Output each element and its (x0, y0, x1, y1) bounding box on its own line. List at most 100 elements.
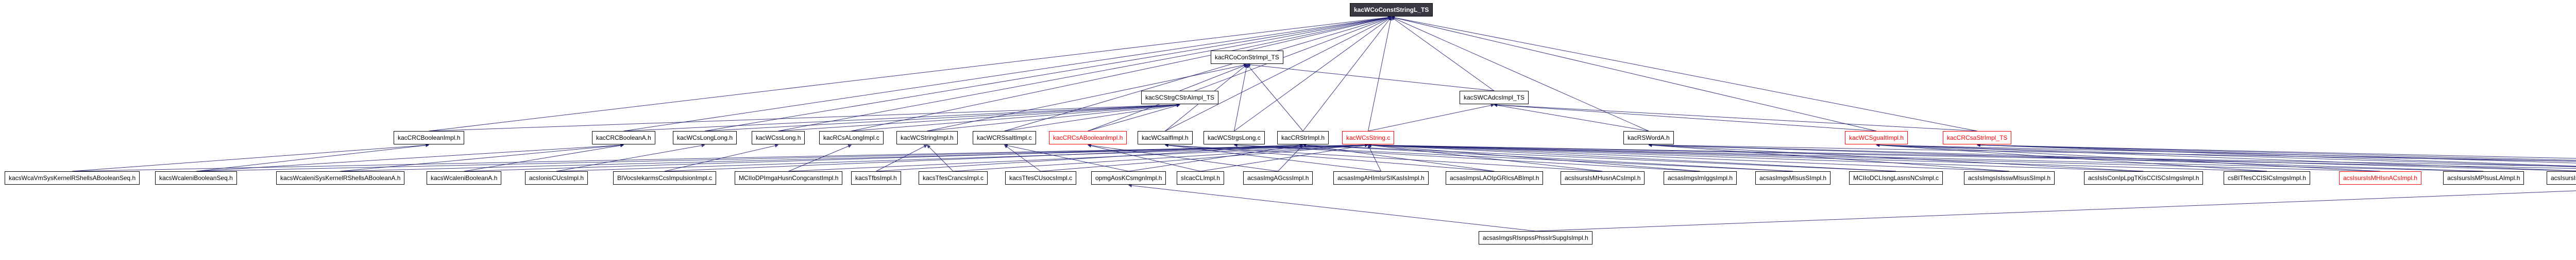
include-edge-e23-d12 (1367, 143, 2381, 172)
graph-node-d14[interactable]: kacWCSguaItImpl.h (1845, 131, 1908, 144)
include-edge-e8-d11 (876, 143, 1303, 172)
graph-node-d11[interactable]: kacCRStrImpl.h (1277, 131, 1329, 144)
include-edge-f1-e26 (1535, 190, 2576, 232)
graph-node-e22[interactable]: csBITfesCCISICsImgsImpl.h (2224, 171, 2311, 185)
include-edge-c1-b1 (1179, 64, 1248, 91)
include-edge-d4-a1 (778, 15, 1392, 132)
graph-node-e6[interactable]: BIVocsIekarmsCcsImpulsionImpl.c (613, 171, 717, 185)
graph-node-d4[interactable]: kacWCssLong.h (752, 131, 805, 144)
include-edge-e5-d12 (556, 143, 1369, 172)
graph-node-e16[interactable]: acsIsursIsMHusnACsImpl.h (1561, 171, 1645, 185)
graph-node-e2[interactable]: kacsWcaleniBooleanSeq.h (155, 171, 237, 185)
graph-node-e11[interactable]: opmgAosKCsmgnImpl.h (1091, 171, 1166, 185)
graph-node-e7[interactable]: MCIIoDPImgaHusnCongcanstImpl.h (735, 171, 843, 185)
graph-node-c1[interactable]: kacSCStrgCStrAImpl_TS (1141, 91, 1219, 104)
include-edge-d6-b1 (927, 63, 1248, 132)
graph-node-e24[interactable]: acsIsursIsMPIsusLAImpl.h (2443, 171, 2524, 185)
include-edge-d1-a1 (429, 15, 1392, 132)
graph-node-d15[interactable]: kacCRCsaStrImpl_TS (1943, 131, 2012, 144)
include-edge-d5-a1 (851, 15, 1392, 132)
graph-node-e3[interactable]: kacsWcaleniSysKernelRShellsABooleanA.h (276, 171, 405, 185)
include-edge-e24-d12 (1367, 143, 2484, 172)
include-edge-e17-d10 (1233, 143, 1701, 172)
graph-node-f1[interactable]: acsasImgsRIsnpssPhssIrSupgIsImpl.h (1479, 231, 1592, 245)
include-edge-e14-d12 (1368, 144, 1381, 172)
graph-node-d9[interactable]: kacWCsaIfImpl.h (1138, 131, 1193, 144)
include-edge-d6-c1 (927, 103, 1180, 132)
graph-node-d10[interactable]: kacWCStrgsLong.c (1204, 131, 1265, 144)
include-edge-d8-c1 (1088, 104, 1180, 132)
graph-node-d6[interactable]: kacWCStringImpl.h (896, 131, 958, 144)
include-edge-d5-c1 (851, 103, 1180, 132)
include-edge-e16-d9 (1164, 143, 1603, 172)
graph-node-e9[interactable]: kacsTfesCrancsImpl.c (919, 171, 988, 185)
include-edge-e10-d7 (1004, 144, 1041, 172)
include-edge-d1-c1 (429, 103, 1180, 132)
include-edge-d10-b1 (1234, 64, 1248, 132)
graph-node-d5[interactable]: kacRCsALongImpl.c (819, 131, 884, 144)
include-edge-e4-d2 (464, 143, 624, 172)
include-edge-e12-d12 (1200, 143, 1369, 172)
include-edge-e21-d13 (1648, 143, 2144, 172)
include-edge-e27-d12 (1367, 143, 2576, 167)
include-edge-d15-a1 (1391, 15, 1977, 132)
include-edge-d12-a1 (1368, 17, 1393, 132)
include-edge-d3-a1 (704, 15, 1392, 132)
include-edge-d13-c2 (1494, 103, 1649, 132)
graph-node-e23[interactable]: acsIsursIsMHIsnACsImpl.h (2339, 171, 2422, 185)
graph-node-e12[interactable]: sIcacCLImpl.h (1177, 171, 1225, 185)
graph-node-e1[interactable]: kacsWcaVmSysKernelRShellsABooleanSeq.h (5, 171, 140, 185)
graph-node-e14[interactable]: acsasImgAHImIsrSIKasIsImpl.h (1333, 171, 1429, 185)
graph-node-d1[interactable]: kacCRCBooleanImpl.h (394, 131, 465, 144)
include-edge-f1-e11 (1128, 184, 1536, 232)
graph-node-e25[interactable]: acsIsursIsMPIAsIsAImpl.h (2547, 171, 2576, 185)
include-edge-d2-a1 (623, 15, 1392, 132)
graph-node-e19[interactable]: MCIIoDCLIsngLasnsNCsImpl.c (1849, 171, 1943, 185)
graph-node-d8[interactable]: kacCRCsABooleanImpl.h (1049, 131, 1127, 144)
graph-node-a1: kacWCoConstStringL_TS (1350, 3, 1433, 17)
graph-node-e4[interactable]: kacsWcaleniBooleanA.h (427, 171, 502, 185)
graph-node-d3[interactable]: kacWCsLongLong.h (673, 131, 737, 144)
graph-node-b1[interactable]: kacRCoConStrImpl_TS (1211, 51, 1283, 64)
include-edge-e9-d6 (927, 144, 954, 172)
include-edge-e22-d12 (1367, 143, 2267, 172)
include-edge-e13-d11 (1278, 144, 1303, 172)
include-edge-e11-d7 (1004, 143, 1129, 172)
include-edge-e6-d4 (664, 144, 779, 172)
include-edge-e3-d2 (340, 143, 624, 172)
include-edge-e1-d1 (72, 143, 430, 172)
include-edge-d15-c2 (1494, 103, 1977, 132)
include-edge-d2-c1 (623, 103, 1180, 132)
include-edge-d14-a1 (1391, 16, 1877, 132)
graph-node-d13[interactable]: kacRSWordA.h (1623, 131, 1674, 144)
include-edge-e18-d11 (1302, 143, 1793, 172)
graph-node-e18[interactable]: acsasImgsMIsusSImpl.h (1755, 171, 1831, 185)
include-edge-e4-d11 (464, 143, 1303, 172)
include-edge-e28-d14 (1876, 143, 2576, 162)
include-edge-e20-d13 (1648, 143, 2010, 172)
graph-node-e8[interactable]: kacsTfbsImpl.h (851, 171, 901, 185)
graph-node-d7[interactable]: kacWCRSsaItImpl.c (973, 131, 1036, 144)
include-edge-e1-d12 (72, 143, 1369, 172)
graph-node-d2[interactable]: kacCRCBooleanA.h (592, 131, 655, 144)
include-edge-e19-d12 (1367, 143, 1896, 172)
graph-node-e17[interactable]: acsasImgsImIggsImpl.h (1664, 171, 1737, 185)
include-edge-e26-d15 (1976, 143, 2576, 167)
include-edge-d7-a1 (1004, 16, 1392, 132)
include-edge-e15-d11 (1302, 143, 1495, 172)
graph-node-e20[interactable]: acsIsImgsIsIsswMIsusSImpl.h (1964, 171, 2055, 185)
include-edge-d8-a1 (1088, 16, 1392, 132)
graph-node-c2[interactable]: kacSWCAdcsImpl_TS (1460, 91, 1529, 104)
graph-node-e21[interactable]: acsIsIsConIpLpgTKisCCISCsImgsImpl.h (2084, 171, 2204, 185)
include-edge-e11-d11 (1128, 143, 1303, 172)
graph-node-e10[interactable]: kacsTfesCUsocsImpl.c (1005, 171, 1077, 185)
graph-node-e15[interactable]: acsasImpsLAOIpGRIcsABImpl.h (1446, 171, 1544, 185)
include-edge-d4-c1 (778, 103, 1180, 132)
graph-node-e5[interactable]: acsIonisCUcsImpl.h (525, 171, 588, 185)
include-edge-d7-c1 (1004, 103, 1180, 132)
graph-node-e13[interactable]: acsasImgAGcssImpl.h (1243, 171, 1313, 185)
include-edge-e13-d8 (1087, 143, 1278, 172)
include-edge-e28-d15 (1976, 143, 2576, 161)
graph-node-d12[interactable]: kacWCsString.c (1342, 131, 1395, 144)
